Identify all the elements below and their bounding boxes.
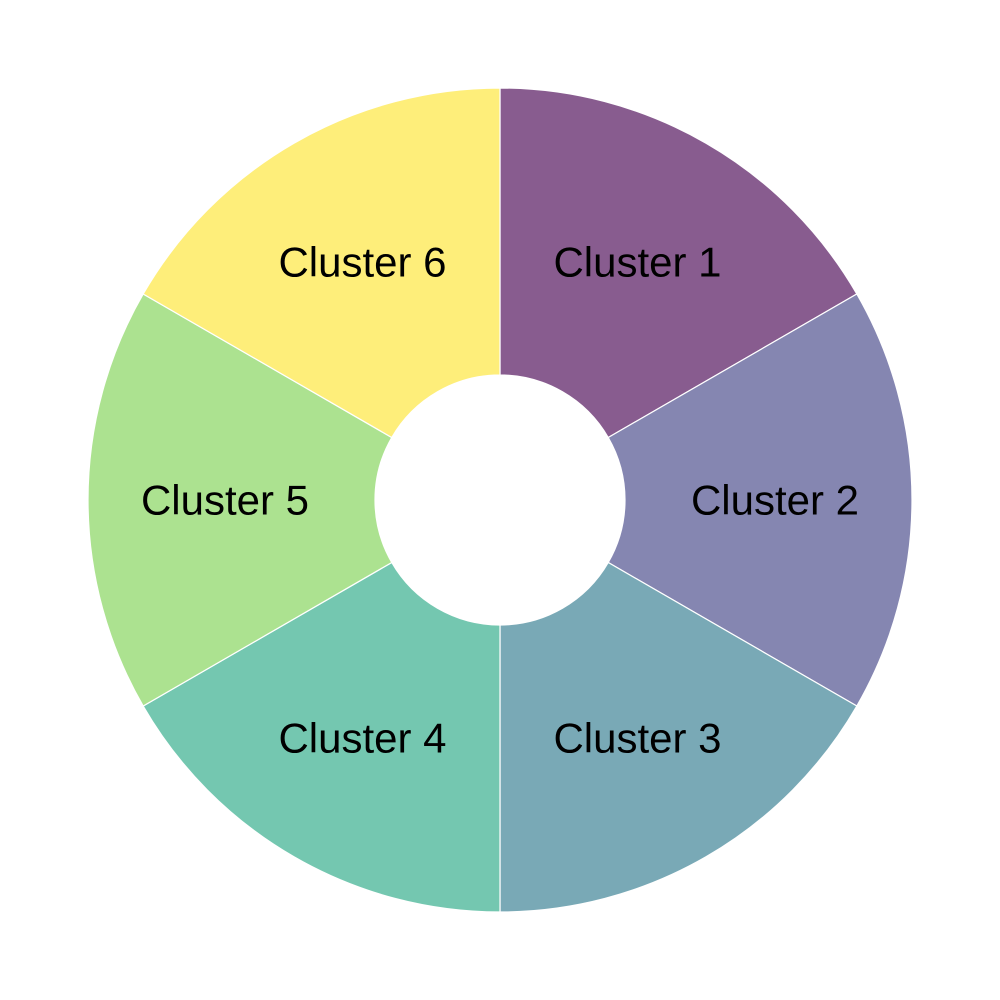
slice-5 [87,293,393,707]
slice-label-6: Cluster 6 [278,238,446,285]
labels-group: Cluster 1 Cluster 2 Cluster 3 Cluster 4 Clus… [141,238,859,761]
slices-group [87,87,913,913]
slice-label-1: Cluster 1 [553,238,721,285]
slice-label-5: Cluster 5 [141,477,309,524]
slice-6 [142,87,501,439]
slice-label-2: Cluster 2 [691,477,859,524]
slice-label-4: Cluster 4 [278,715,446,762]
slice-label-3: Cluster 3 [553,715,721,762]
slice-3 [499,561,858,913]
slice-4 [142,561,501,913]
slice-1 [499,87,858,439]
slice-2 [607,293,913,707]
